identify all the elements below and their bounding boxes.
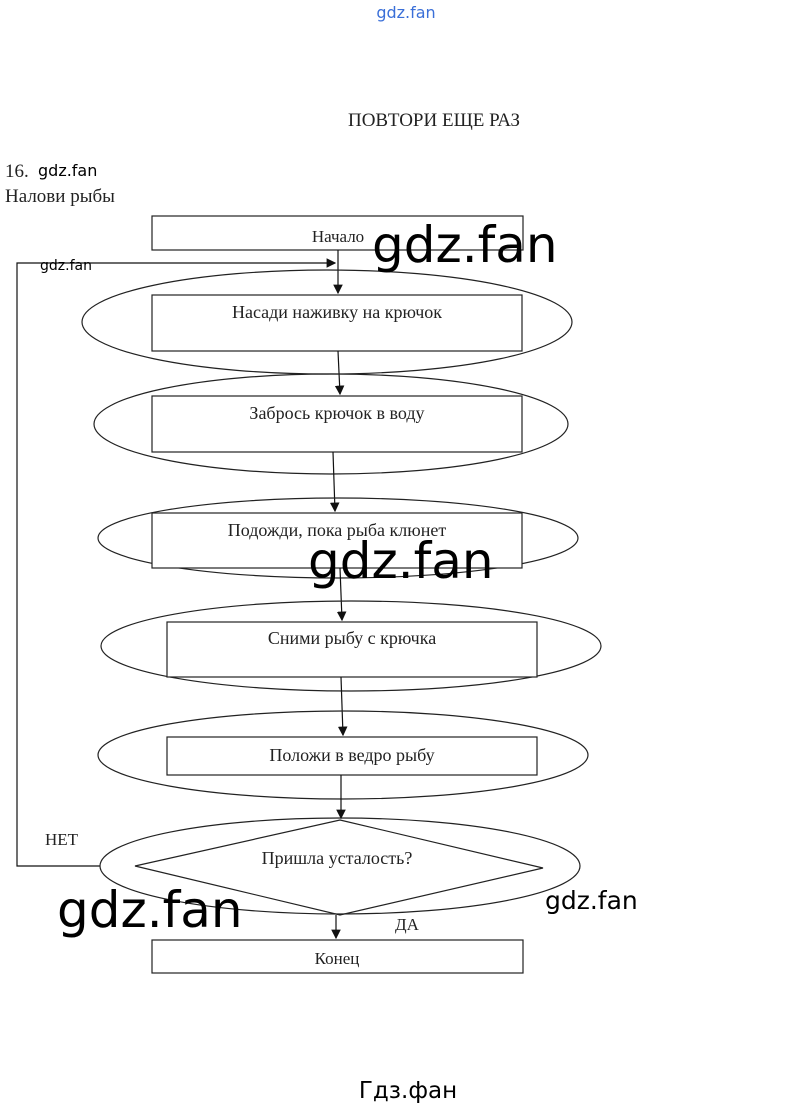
watermark-top: gdz.fan [376, 3, 435, 22]
watermark-large-1: gdz.fan [372, 216, 558, 274]
end-block [151, 939, 524, 974]
task-name: Налови рыбы [5, 186, 115, 207]
start-block [151, 215, 524, 251]
step4-label: Сними рыбу с крючка [268, 628, 436, 648]
step5-label: Положи в ведро рыбу [269, 745, 434, 765]
step5-ellipse [97, 710, 589, 800]
arrow-step3-to-step4 [336, 567, 347, 622]
step4-block [166, 621, 538, 678]
arrow-step1-to-step2 [334, 350, 345, 396]
yes-label: ДА [395, 915, 420, 934]
arrow-step2-to-step3 [329, 451, 340, 513]
loop-back-arrow [16, 258, 337, 867]
step2-label: Забрось крючок в воду [249, 403, 424, 423]
decision-label: Пришла усталость? [262, 848, 413, 868]
arrow-step4-to-step5 [337, 676, 348, 737]
step4-ellipse [100, 600, 602, 692]
watermark-right: gdz.fan [545, 886, 638, 915]
decision-ellipse [99, 817, 581, 915]
step1-block [151, 294, 523, 352]
step2-ellipse [93, 373, 569, 475]
task-number: 16. [5, 161, 29, 182]
decision-diamond [134, 819, 544, 916]
step3-block [151, 512, 523, 569]
start-label: Начало [312, 227, 364, 246]
page-title: ПОВТОРИ ЕЩЕ РАЗ [348, 110, 520, 131]
step2-block [151, 395, 523, 453]
watermark-arrow-label: gdz.fan [40, 258, 92, 274]
step3-ellipse [97, 497, 579, 579]
watermark-large-2: gdz.fan [308, 532, 494, 590]
no-label: НЕТ [45, 830, 79, 849]
watermark-large-3: gdz.fan [57, 881, 243, 939]
watermark-bottom: Гдз.фан [359, 1078, 457, 1104]
step1-label: Насади наживку на крючок [232, 302, 442, 322]
end-label: Конец [315, 949, 360, 968]
step3-label: Подожди, пока рыба клюнет [228, 520, 447, 540]
step5-block [166, 736, 538, 776]
watermark-small-left: gdz.fan [38, 161, 97, 180]
